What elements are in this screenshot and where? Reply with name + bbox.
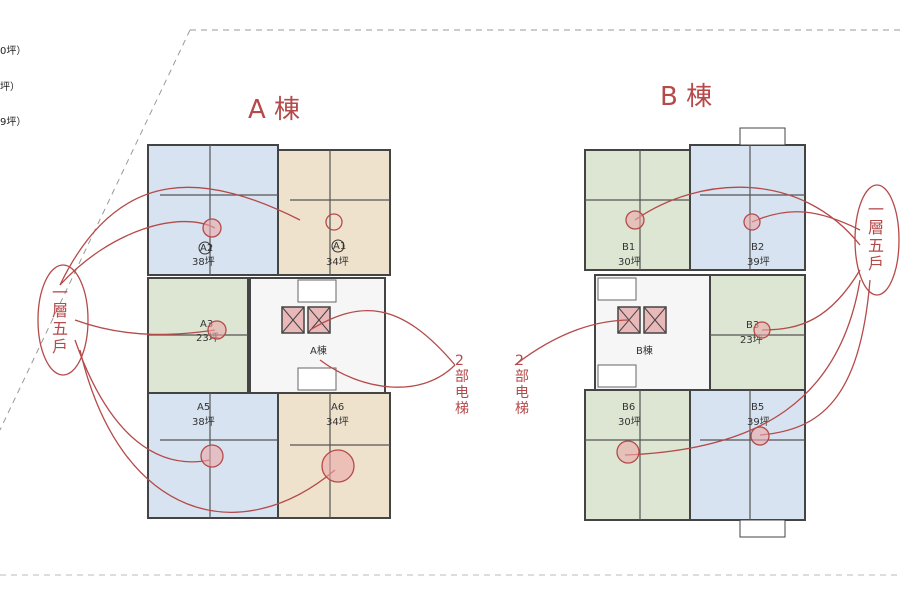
handwritten-char: 戶	[52, 337, 68, 356]
handwritten-char: 五	[52, 319, 68, 338]
ink-arrow-a1	[59, 186, 301, 286]
ink-dot-a5	[200, 444, 224, 468]
ink-arrow-b5	[759, 279, 871, 436]
handwritten-char: 梯	[515, 401, 529, 417]
building-a: A棟 A2 38坪 A1 34坪 A3 23坪 A5 38坪 A6 34坪	[147, 144, 391, 519]
handwritten-char: 層	[52, 301, 68, 320]
unit-b2-id: B2	[751, 242, 764, 253]
unit-b1-size: 30坪	[618, 255, 641, 268]
ink-dot-a1	[325, 213, 343, 231]
ink-arrow-b6	[624, 279, 861, 456]
stair-a-bottom	[297, 367, 337, 391]
handwritten-char: 層	[868, 218, 884, 237]
ink-arrow-elevator-a	[309, 310, 456, 366]
stair-b-bottom	[597, 364, 637, 388]
ink-circle-note-a	[37, 264, 89, 376]
unit-b3-id: B3	[746, 320, 759, 331]
ink-arrow-a5	[74, 339, 211, 463]
unit-a1-size: 34坪	[326, 255, 349, 268]
unit-a6-size: 34坪	[326, 415, 349, 428]
ink-dot-a6	[321, 449, 355, 483]
unit-b2	[689, 144, 806, 271]
unit-a5	[147, 392, 279, 519]
building-b: B棟 B1 30坪 B2 39坪 B3 23坪 B6 30坪 B5 39坪	[584, 127, 806, 538]
handwritten-char: 电	[515, 385, 529, 401]
balcony-b5	[739, 519, 786, 538]
unit-b1	[584, 149, 691, 271]
unit-b6-size: 30坪	[618, 415, 641, 428]
ink-arrow-b2	[751, 211, 861, 231]
ink-dot-b2	[743, 213, 761, 231]
ink-dot-b5	[750, 426, 770, 446]
ink-arrow-b1	[634, 186, 861, 246]
ink-dot-a3	[207, 320, 227, 340]
ink-dot-b6	[616, 440, 640, 464]
ink-arrow-b3	[761, 269, 861, 331]
unit-a2-marker	[198, 241, 212, 255]
ink-arrow-elevator-a2	[319, 359, 456, 388]
legend-item-2: 坪）	[0, 82, 20, 93]
unit-b6-id: B6	[622, 402, 635, 413]
unit-b5-id: B5	[751, 402, 764, 413]
handwritten-char: 部	[455, 369, 469, 385]
ink-arrow-elevator-b	[514, 319, 631, 366]
legend-item-3: 9坪）	[0, 117, 27, 128]
unit-a1-id: A1	[333, 241, 346, 252]
unit-a1-marker	[331, 239, 345, 253]
stair-b-top	[597, 277, 637, 301]
unit-a5-id: A5	[197, 402, 210, 413]
unit-a5-size: 38坪	[192, 415, 215, 428]
building-b-title: B 棟	[660, 82, 712, 112]
handwritten-char: 戶	[868, 254, 884, 273]
handwritten-char: 五	[868, 236, 884, 255]
handwritten-char: 一	[868, 200, 884, 219]
ink-dot-a2	[202, 218, 222, 238]
unit-a1	[277, 149, 391, 276]
handwritten-char: 部	[515, 369, 529, 385]
ink-circle-note-b	[854, 184, 900, 296]
handwritten-char: 2	[455, 353, 464, 369]
ink-dot-b1	[625, 210, 645, 230]
unit-b1-id: B1	[622, 242, 635, 253]
unit-b5	[689, 389, 806, 521]
handwritten-char: 电	[455, 385, 469, 401]
ink-arrow-a2	[59, 220, 216, 286]
unit-a3-id: A3	[200, 319, 213, 330]
ink-arrow-a6	[79, 349, 336, 513]
unit-b5-size: 39坪	[747, 415, 770, 428]
ink-dot-b3	[753, 321, 771, 339]
handwritten-char: 2	[515, 353, 524, 369]
stair-a-top	[297, 279, 337, 303]
ink-arrow-a3	[74, 319, 216, 336]
building-a-title: A 棟	[248, 95, 300, 125]
handwritten-char: 梯	[455, 401, 469, 417]
elevator-note-a: A棟	[310, 344, 327, 357]
handwritten-char: 一	[52, 283, 68, 302]
unit-a2-size: 38坪	[192, 255, 215, 268]
elevator-note-b: B棟	[636, 344, 653, 357]
unit-a2-id: A2	[200, 243, 213, 254]
balcony-b2	[739, 127, 786, 146]
handwritten-annotations	[37, 184, 900, 513]
unit-b2-size: 39坪	[747, 255, 770, 268]
legend-item-1: 0坪）	[0, 46, 27, 57]
unit-a6-id: A6	[331, 402, 344, 413]
unit-a2	[147, 144, 279, 276]
